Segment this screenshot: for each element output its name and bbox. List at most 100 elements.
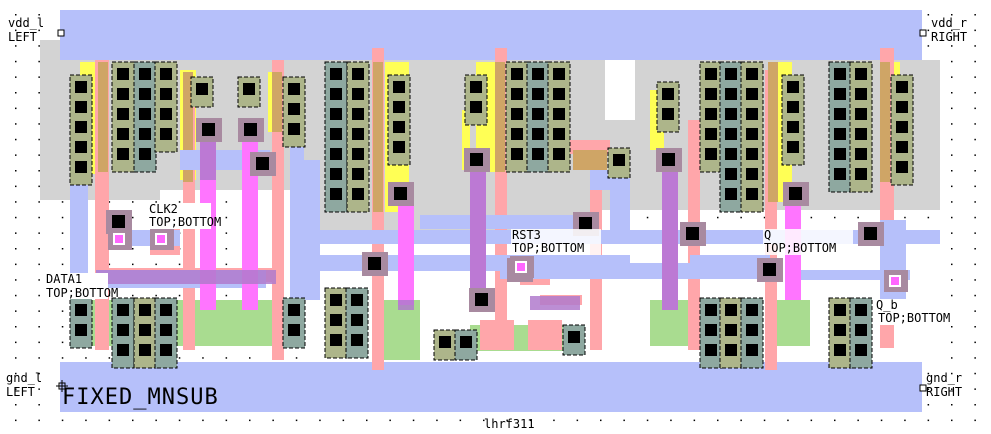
via-cut (864, 227, 877, 240)
grid-dot (15, 107, 17, 110)
grid-dot (108, 263, 111, 266)
grid-dot (38, 60, 40, 63)
grid-dot (15, 419, 17, 422)
contact-cut (330, 128, 342, 140)
contact-cut (787, 101, 799, 113)
grid-dot (225, 419, 228, 422)
contact-cut (855, 344, 867, 356)
grid-dot (15, 294, 17, 297)
grid-dot (61, 357, 64, 359)
contact-cut (532, 88, 544, 100)
contact-cut (855, 128, 867, 140)
contact-cut (553, 148, 565, 160)
grid-dot (927, 388, 930, 390)
grid-dot (85, 419, 87, 422)
grid-dot (202, 419, 204, 422)
grid-dot (132, 201, 134, 203)
pin-side: LEFT (6, 385, 35, 399)
pin-name: CLK2 (149, 202, 178, 216)
grid-dot (15, 248, 17, 250)
pin-vdd-r[interactable]: vdd_r RIGHT (919, 16, 967, 44)
pin-marker (517, 263, 525, 271)
grid-dot (178, 201, 181, 203)
pin-gnd-r[interactable]: gnd_r RIGHT (919, 371, 962, 399)
grid-dot (974, 263, 976, 266)
substrate-label: FIXED_MNSUB (62, 385, 219, 410)
contact-cut (896, 101, 908, 113)
contact-cut (855, 108, 867, 120)
pin-name: gnd_r (926, 371, 962, 385)
contact-cut (139, 304, 151, 316)
contact-cut (787, 81, 799, 93)
grid-dot (108, 419, 111, 422)
contact-cut (746, 128, 758, 140)
grid-dot (15, 14, 17, 16)
grid-dot (38, 326, 40, 328)
contact-cut (746, 88, 758, 100)
grid-dot (951, 76, 953, 78)
grid-dot (295, 357, 298, 359)
pin-vdd-l[interactable]: vdd_l LEFT (8, 16, 65, 44)
contact-cut (393, 141, 405, 153)
grid-dot (61, 201, 64, 203)
contact-cut (117, 324, 129, 336)
grid-dot (85, 357, 87, 359)
grid-dot (974, 201, 976, 203)
contact-cut (511, 148, 523, 160)
grid-dot (38, 216, 40, 219)
contact-cut (352, 68, 364, 80)
grid-dot (974, 357, 976, 359)
pin-q-b[interactable]: Q_b TOP;BOTTOM (876, 298, 968, 325)
grid-dot (38, 14, 40, 16)
pin-name: gnd_l (6, 371, 42, 385)
contact-cut (725, 108, 737, 120)
grid-dot (576, 419, 579, 422)
grid-dot (951, 216, 953, 219)
contact-cut (725, 88, 737, 100)
transistor-gate (98, 62, 108, 172)
grid-dot (951, 60, 953, 63)
grid-dot (951, 404, 953, 406)
pin-name: vdd_l (8, 16, 44, 30)
p-diffusion (462, 110, 470, 170)
contact-cut (705, 128, 717, 140)
pin-gnd-l[interactable]: gnd_l LEFT (6, 371, 68, 399)
contact-cut (139, 324, 151, 336)
grid-dot (974, 404, 976, 406)
pin-data1[interactable]: DATA1 TOP;BOTTOM (44, 272, 118, 300)
grid-dot (38, 76, 40, 78)
contact-cut (553, 108, 565, 120)
pin-marker-icon (919, 384, 927, 392)
contact-cut (330, 68, 342, 80)
contact-cut (896, 141, 908, 153)
contact-cut (75, 161, 87, 173)
contact-cut (613, 154, 625, 166)
contact-cut (330, 188, 342, 200)
layout-shapes (40, 10, 940, 412)
pin-q[interactable]: Q TOP;BOTTOM (763, 228, 853, 255)
contact-cut (75, 304, 87, 316)
pin-rst3[interactable]: RST3 TOP;BOTTOM (511, 228, 601, 255)
grid-dot (646, 419, 649, 422)
pin-marker-icon (919, 29, 927, 37)
contact-cut (834, 68, 846, 80)
grid-dot (15, 263, 17, 266)
poly-gate (528, 320, 562, 350)
label-bg (876, 299, 968, 325)
pin-marker-icon (57, 29, 65, 37)
grid-dot (178, 357, 181, 359)
contact-cut (511, 108, 523, 120)
grid-dot (951, 185, 953, 188)
contact-cut (746, 188, 758, 200)
contact-cut (160, 128, 172, 140)
contact-cut (75, 121, 87, 133)
grid-dot (15, 138, 17, 141)
via-cut (470, 153, 483, 166)
contact-cut (896, 161, 908, 173)
contact-cut (139, 108, 151, 120)
grid-dot (927, 29, 930, 32)
pin-clk2[interactable]: CLK2 TOP;BOTTOM (147, 202, 221, 229)
contact-cut (511, 128, 523, 140)
